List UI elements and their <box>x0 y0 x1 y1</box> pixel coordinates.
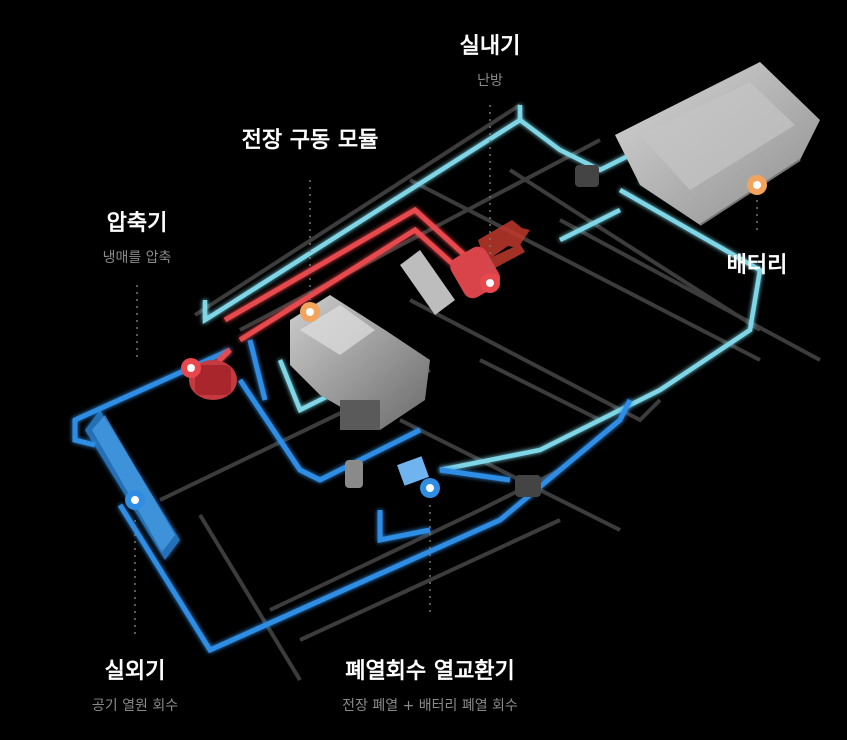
label-outdoor-unit: 실외기 공기 열원 회수 <box>70 653 200 715</box>
heat-marker-icon-battery <box>747 175 767 195</box>
pump-component <box>515 165 599 497</box>
waste-heat-exchanger-unit <box>397 456 429 486</box>
heat-marker-icon-outdoor <box>125 490 145 510</box>
drive-module-title: 전장 구동 모듈 <box>241 128 379 153</box>
heat-marker-icon-motor <box>300 302 320 322</box>
heat-arrow-icon <box>478 220 530 268</box>
battery-pack <box>615 62 820 226</box>
outdoor-unit-sub: 공기 열원 회수 <box>91 698 179 714</box>
compressor-title: 압축기 <box>106 211 168 236</box>
leader-lines <box>134 105 758 635</box>
label-compressor: 압축기 냉매를 압축 <box>77 205 197 267</box>
waste-heat-exchanger-sub: 전장 폐열 + 배터리 폐열 회수 <box>342 698 518 714</box>
compressor-unit <box>189 360 237 400</box>
outdoor-radiator <box>85 410 180 560</box>
heat-marker-icon-indoor <box>480 273 500 293</box>
heat-marker-icon-exchanger <box>420 478 440 498</box>
label-drive-module: 전장 구동 모듈 <box>220 122 400 154</box>
outdoor-unit-title: 실외기 <box>104 659 166 684</box>
dark-pipes <box>159 103 821 682</box>
cabin-heat-exchanger <box>400 250 455 315</box>
compressor-sub: 냉매를 압축 <box>102 250 172 266</box>
drive-module-unit <box>290 295 430 430</box>
accumulator <box>345 460 363 488</box>
label-waste-heat-exchanger: 폐열회수 열교환기 전장 폐열 + 배터리 폐열 회수 <box>300 653 560 715</box>
label-battery: 배터리 <box>712 247 802 279</box>
indoor-unit-sub: 난방 <box>477 73 503 89</box>
waste-heat-exchanger-title: 폐열회수 열교환기 <box>345 659 515 684</box>
indoor-unit-title: 실내기 <box>459 34 521 59</box>
label-indoor-unit: 실내기 난방 <box>440 28 540 90</box>
heat-marker-icon-compressor <box>181 358 201 378</box>
battery-title: 배터리 <box>726 253 788 278</box>
